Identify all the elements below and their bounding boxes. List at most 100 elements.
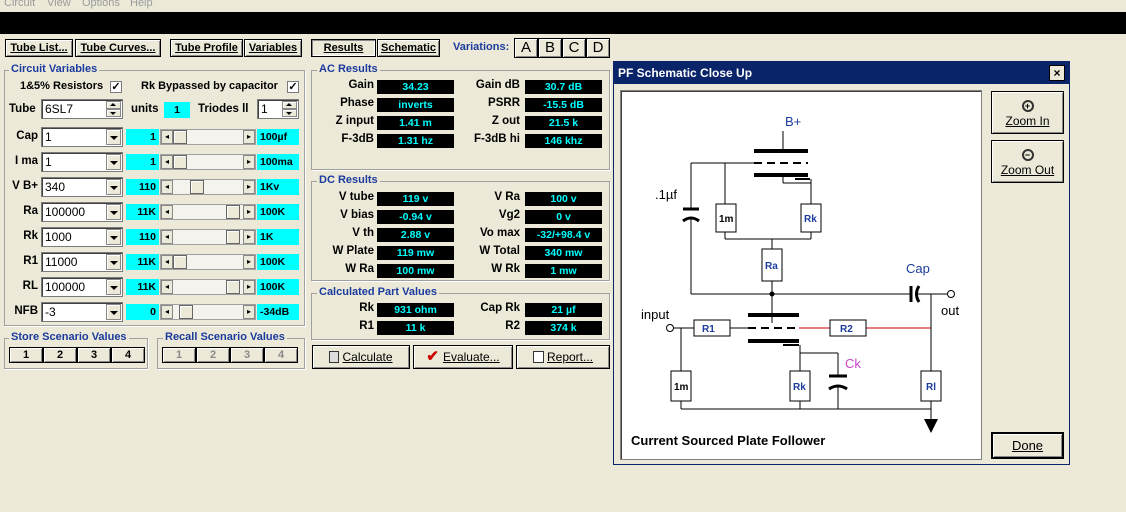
rk-slider-thumb[interactable] (226, 230, 241, 244)
store-2-button[interactable]: 2 (43, 347, 77, 363)
rk-combo[interactable]: 1000 (41, 227, 123, 247)
dc-results-title: DC Results (317, 174, 380, 186)
ra-slider-thumb[interactable] (226, 205, 241, 219)
rl-slider[interactable]: ◂▸ (160, 279, 256, 295)
zoom-out-button[interactable]: − Zoom Out (991, 140, 1064, 183)
arrow-left-icon[interactable]: ◂ (161, 205, 173, 219)
v-b-combo[interactable]: 340 (41, 177, 123, 197)
calculate-button[interactable]: Calculate (312, 345, 410, 369)
tube-curves-button[interactable]: Tube Curves... (75, 39, 161, 57)
arrow-left-icon[interactable]: ◂ (161, 130, 173, 144)
chevron-down-icon[interactable] (106, 229, 121, 245)
menu-view[interactable]: View (47, 0, 71, 9)
chevron-down-icon[interactable] (106, 154, 121, 170)
variation-b-button[interactable]: B (538, 38, 562, 58)
report-button[interactable]: Report... (516, 345, 610, 369)
arrow-right-icon[interactable]: ▸ (243, 230, 255, 244)
zoom-in-button[interactable]: + Zoom In (991, 91, 1064, 134)
recall-3-button[interactable]: 3 (230, 347, 264, 363)
chevron-down-icon[interactable] (106, 304, 121, 320)
chevron-down-icon[interactable] (106, 129, 121, 145)
arrow-left-icon[interactable]: ◂ (161, 180, 173, 194)
v-b-slider[interactable]: ◂▸ (160, 179, 256, 195)
report-icon (532, 351, 544, 363)
ac_results-gain-value: 34.23 (377, 80, 454, 94)
v-b-slider-thumb[interactable] (189, 180, 204, 194)
menu-bar: Circuit View Options Help (0, 0, 1126, 12)
arrow-right-icon[interactable]: ▸ (243, 280, 255, 294)
chevron-down-icon[interactable] (106, 279, 121, 295)
rk-slider[interactable]: ◂▸ (160, 229, 256, 245)
variation-d-button[interactable]: D (586, 38, 610, 58)
ac_results-psrr-value: -15.5 dB (525, 98, 602, 112)
i-ma-slider[interactable]: ◂▸ (160, 154, 256, 170)
variation-c-button[interactable]: C (562, 38, 586, 58)
i-ma-max: 100ma (257, 154, 299, 170)
r1-slider-thumb[interactable] (173, 255, 187, 269)
arrow-right-icon[interactable]: ▸ (243, 180, 255, 194)
variables-button[interactable]: Variables (244, 39, 302, 57)
arrow-left-icon[interactable]: ◂ (161, 155, 173, 169)
close-icon[interactable]: × (1049, 65, 1065, 81)
nfb-slider[interactable]: ◂▸ (160, 304, 256, 320)
tube-list-button[interactable]: Tube List... (5, 39, 73, 57)
v-b-max: 1Kv (257, 179, 299, 195)
arrow-right-icon[interactable]: ▸ (243, 155, 255, 169)
dialog-title-bar[interactable]: PF Schematic Close Up (614, 62, 1069, 84)
calculator-icon (329, 351, 340, 363)
evaluate-button[interactable]: ✔Evaluate... (413, 345, 513, 369)
tube-profile-button[interactable]: Tube Profile (170, 39, 243, 57)
store-1-button[interactable]: 1 (9, 347, 43, 363)
spin-up-icon[interactable] (106, 101, 121, 109)
schematic-button[interactable]: Schematic (377, 39, 440, 57)
spin-down-icon[interactable] (106, 109, 121, 117)
i-ma-combo[interactable]: 1 (41, 152, 123, 172)
rl-slider-thumb[interactable] (226, 280, 241, 294)
dc_results-v-bias-value: -0.94 v (377, 210, 454, 224)
arrow-left-icon[interactable]: ◂ (161, 230, 173, 244)
nfb-slider-thumb[interactable] (178, 305, 193, 319)
cap-slider[interactable]: ◂▸ (160, 129, 256, 145)
menu-options[interactable]: Options (82, 0, 120, 9)
cap-scale: 1 (126, 129, 159, 145)
r1-slider[interactable]: ◂▸ (160, 254, 256, 270)
done-button[interactable]: Done (991, 432, 1064, 459)
spin-up-icon[interactable] (282, 101, 297, 109)
dc_results-v-th-label: V th (352, 227, 374, 239)
chevron-down-icon[interactable] (106, 204, 121, 220)
chevron-down-icon[interactable] (106, 179, 121, 195)
arrow-right-icon[interactable]: ▸ (243, 130, 255, 144)
nfb-combo[interactable]: -3 (41, 302, 123, 322)
variables-label: Variables (248, 42, 298, 54)
recall-4-button[interactable]: 4 (264, 347, 298, 363)
arrow-left-icon[interactable]: ◂ (161, 280, 173, 294)
recall-2-button[interactable]: 2 (196, 347, 230, 363)
resistors-checkbox[interactable]: ✓ (110, 81, 122, 93)
spin-down-icon[interactable] (282, 109, 297, 117)
rl-combo[interactable]: 100000 (41, 277, 123, 297)
chevron-down-icon[interactable] (106, 254, 121, 270)
variation-a-button[interactable]: A (514, 38, 538, 58)
menu-circuit[interactable]: Circuit (4, 0, 36, 9)
ra-combo[interactable]: 100000 (41, 202, 123, 222)
r1-combo[interactable]: 11000 (41, 252, 123, 272)
store-4-button[interactable]: 4 (111, 347, 145, 363)
i-ma-slider-thumb[interactable] (173, 155, 187, 169)
arrow-right-icon[interactable]: ▸ (243, 205, 255, 219)
arrow-left-icon[interactable]: ◂ (161, 305, 173, 319)
arrow-right-icon[interactable]: ▸ (243, 255, 255, 269)
results-button[interactable]: Results (311, 39, 376, 57)
menu-help[interactable]: Help (130, 0, 153, 9)
arrow-left-icon[interactable]: ◂ (161, 255, 173, 269)
rk-bypass-checkbox[interactable]: ✓ (287, 81, 299, 93)
dc_results-vg2-label: Vg2 (498, 209, 520, 221)
recall-1-button[interactable]: 1 (162, 347, 196, 363)
tube-field[interactable]: 6SL7 (41, 99, 123, 119)
cap-slider-thumb[interactable] (173, 130, 187, 144)
cap-combo[interactable]: 1 (41, 127, 123, 147)
triodes-field[interactable]: 1 (257, 99, 299, 119)
ra-slider[interactable]: ◂▸ (160, 204, 256, 220)
arrow-right-icon[interactable]: ▸ (243, 305, 255, 319)
store-3-button[interactable]: 3 (77, 347, 111, 363)
schematic-diagram: B+ .1µf 1m Rk Ra Cap out input R1 R2 1m … (641, 114, 959, 433)
